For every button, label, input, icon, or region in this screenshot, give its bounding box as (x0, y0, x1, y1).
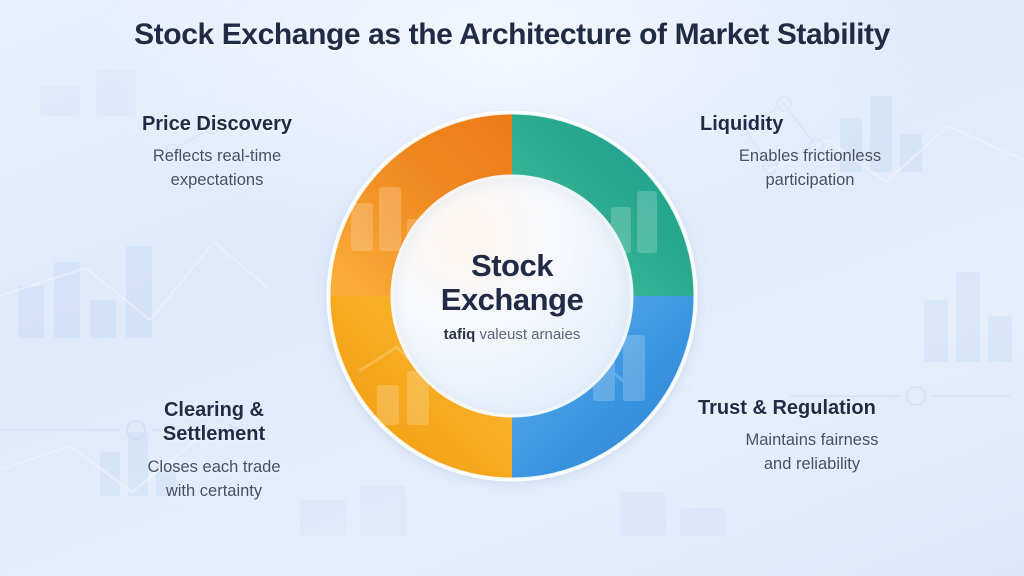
label-clearing-settlement-heading-line2: Settlement (162, 423, 266, 446)
label-liquidity-body-line1: Enables frictionless (738, 147, 882, 166)
label-trust-regulation-body: Maintains fairness and reliability (698, 429, 926, 477)
label-liquidity-heading: Liquidity (700, 113, 784, 135)
label-clearing-settlement-body-line1: Closes each trade (147, 457, 281, 476)
label-liquidity: Liquidity Enables frictionless participa… (700, 112, 920, 193)
label-clearing-settlement: Clearing & Settlement Closes each trade … (104, 398, 324, 504)
label-trust-regulation-heading: Trust & Regulation (698, 397, 876, 419)
hub-title-line2: Exchange (440, 282, 584, 317)
hub-subtitle-rest: valeust arnaies (475, 326, 581, 344)
label-liquidity-body-line2: participation (765, 171, 855, 190)
hub-title: Stock Exchange (440, 247, 584, 317)
page-title: Stock Exchange as the Architecture of Ma… (134, 18, 890, 51)
label-clearing-settlement-heading: Clearing & Settlement (104, 398, 324, 447)
label-price-discovery-body: Reflects real-time expectations (108, 145, 326, 193)
label-price-discovery: Price Discovery Reflects real-time expec… (108, 112, 326, 193)
svg-text:$: $ (616, 135, 624, 151)
label-clearing-settlement-heading-line1: Clearing & (163, 399, 265, 421)
ring-outer-rim (326, 110, 698, 482)
label-price-discovery-body-line1: Reflects real-time (152, 147, 282, 166)
label-trust-regulation: Trust & Regulation Maintains fairness an… (698, 396, 926, 477)
label-clearing-settlement-body: Closes each trade with certainty (104, 456, 324, 504)
hub-subtitle: tafiq valeust arnaies (444, 326, 581, 343)
cycle-wheel: Stock Exchange tafiq valeust arnaies (311, 95, 713, 497)
hub-title-line1: Stock (471, 247, 553, 283)
ring-inner-rim (390, 174, 634, 418)
label-price-discovery-heading: Price Discovery (141, 113, 293, 135)
label-trust-regulation-body-line1: Maintains fairness (745, 431, 879, 450)
label-trust-regulation-body-line2: and reliability (763, 455, 861, 474)
label-liquidity-body: Enables frictionless participation (700, 145, 920, 193)
hub-subtitle-bold: tafiq (443, 326, 476, 344)
svg-text:$: $ (584, 161, 592, 176)
label-clearing-settlement-body-line2: with certainty (165, 481, 263, 500)
label-price-discovery-body-line2: expectations (170, 171, 264, 190)
